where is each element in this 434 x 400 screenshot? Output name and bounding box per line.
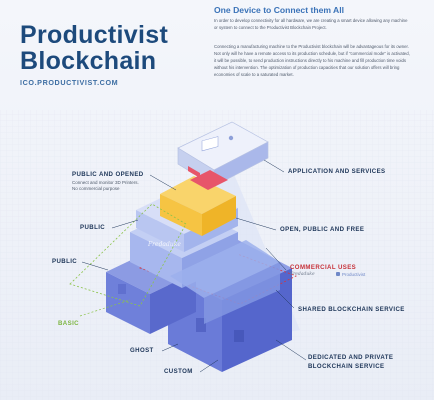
label-public-and-opened-sub-1: Connect and monitor 3D Printers.: [72, 180, 139, 185]
label-open-public-free: OPEN, PUBLIC AND FREE: [280, 226, 365, 233]
label-dedicated-line-2: BLOCKCHAIN SERVICE: [308, 363, 385, 370]
brand-productivist-text: Productivist: [342, 272, 366, 277]
brand-productivist: Productivist: [336, 272, 365, 278]
page-title: Productivist Blockchain: [20, 22, 168, 74]
title-line-1: Productivist: [20, 21, 169, 49]
label-public-and-opened-sub-2: No commercial purpose: [72, 186, 120, 191]
label-shared-blockchain-service: SHARED BLOCKCHAIN SERVICE: [298, 306, 405, 313]
intro-paragraph-2: Connecting a manufacturing machine to th…: [214, 44, 410, 77]
opened-block: [160, 170, 236, 236]
label-public-and-opened: PUBLIC AND OPENED: [72, 171, 144, 178]
label-commercial-uses: COMMERCIAL USES: [290, 264, 357, 271]
label-public-2: PUBLIC: [52, 258, 78, 265]
block-watermark: Fredaduke: [147, 241, 181, 248]
label-dedicated-line-1: DEDICATED AND PRIVATE: [308, 354, 394, 361]
label-public-1: PUBLIC: [80, 224, 106, 231]
website-link[interactable]: ICO.PRODUCTIVIST.COM: [20, 78, 119, 87]
productivist-logo-icon: [336, 272, 340, 276]
label-basic: BASIC: [58, 320, 79, 327]
left-connectors: [81, 174, 219, 373]
label-application-and-services: APPLICATION AND SERVICES: [288, 168, 386, 175]
label-custom: CUSTOM: [164, 368, 193, 375]
intro-heading: One Device to Connect them All: [214, 5, 345, 15]
intro-paragraph-1: In order to develop connectivity for all…: [214, 18, 408, 30]
brand-fredaduke: Fredaduke: [290, 272, 315, 277]
label-ghost: GHOST: [130, 347, 154, 354]
right-connectors: [235, 159, 307, 361]
title-line-2: Blockchain: [20, 47, 157, 75]
smart-device-icon: [177, 121, 269, 187]
basic-region-outline: [69, 203, 187, 307]
